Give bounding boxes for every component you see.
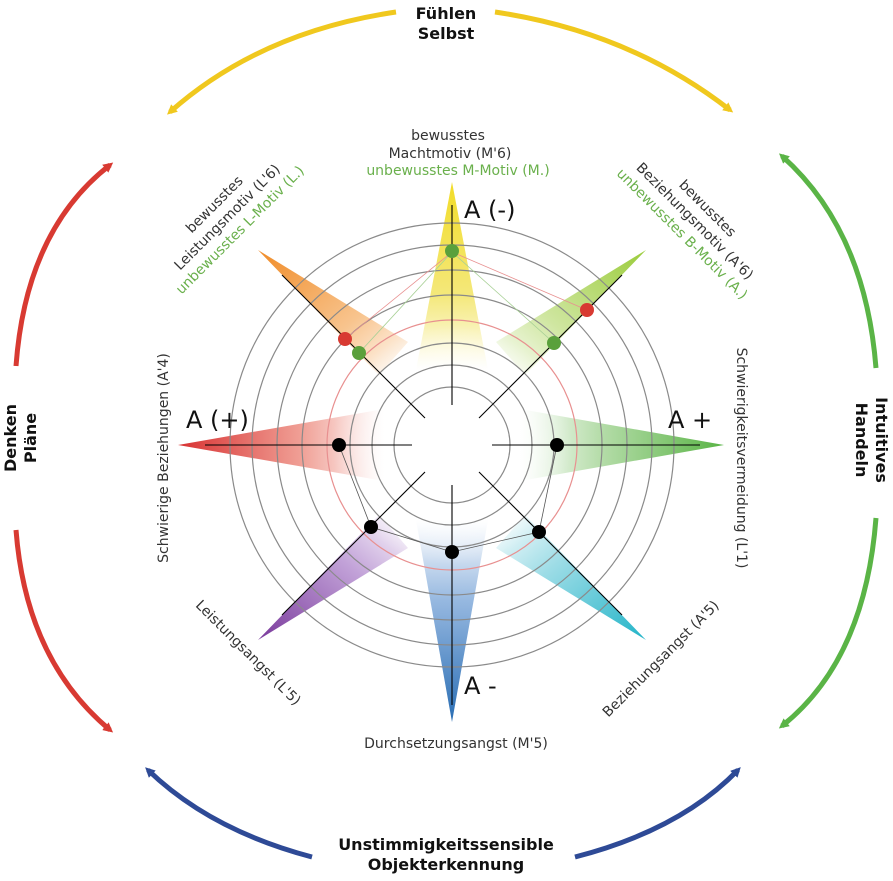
- cycle-left-line2: Pläne: [21, 413, 40, 463]
- cycle-bottom-line1: Unstimmigkeitssensible: [338, 835, 554, 854]
- arrow-top-left: [167, 9, 397, 115]
- cycle-top-line2: Selbst: [418, 24, 475, 43]
- marker-green-top-right: [547, 336, 561, 350]
- axis-mark-top: A (-): [464, 196, 515, 224]
- axis-top-left: [281, 274, 426, 419]
- spoke-top-line2: Machtmotiv (M'6): [389, 146, 512, 162]
- marker-black-bottom-right: [532, 525, 546, 539]
- marker-black-bottom: [445, 545, 459, 559]
- marker-black-left: [332, 438, 346, 452]
- axis-mark-left: A (+): [186, 406, 249, 434]
- spoke-top-line3: unbewusstes M-Motiv (M.): [366, 163, 549, 179]
- marker-green-top-left: [352, 346, 366, 360]
- cycle-left-line1: Denken: [1, 404, 20, 472]
- axis-bottom-right: [478, 471, 623, 616]
- axis-lines: [205, 205, 700, 705]
- axis-bottom-left: [281, 471, 426, 616]
- arrow-top-right: [494, 9, 734, 113]
- spoke-top-right-line2: Beziehungsmotiv (A'6): [633, 160, 756, 283]
- star-rays: [178, 182, 724, 722]
- axis-mark-right: A +: [668, 406, 712, 434]
- marker-black-bottom-left: [364, 520, 378, 534]
- spoke-left-line1: Schwierige Beziehungen (A'4): [156, 353, 172, 563]
- marker-red-top-right: [580, 303, 594, 317]
- spoke-bottom-line1: Durchsetzungsangst (M'5): [364, 736, 548, 752]
- spoke-right-line1: Schwierigkeitsvermeidung (L'1): [733, 348, 749, 569]
- ray-top-right: [496, 250, 646, 375]
- spoke-top-line1: bewusstes: [411, 128, 485, 144]
- cycle-arrows: [13, 9, 879, 860]
- arrow-bottom-right: [574, 767, 741, 860]
- ray-bottom-left: [258, 515, 408, 640]
- cycle-bottom-line2: Objekterkennung: [368, 855, 525, 874]
- marker-red-top-left: [338, 332, 352, 346]
- arrow-left-up: [13, 162, 114, 367]
- axis-mark-bottom: A -: [464, 672, 497, 700]
- markers: [332, 244, 594, 559]
- arrow-left-down: [13, 529, 114, 733]
- cycle-right-line1: Intuitives: [872, 397, 891, 483]
- arrow-right-down: [778, 517, 879, 729]
- marker-black-right: [550, 438, 564, 452]
- cycle-right-line2: Handeln: [852, 403, 871, 478]
- ray-bottom-right: [496, 515, 646, 640]
- marker-green-top: [445, 244, 459, 258]
- arrow-right-up: [779, 153, 879, 369]
- ray-top-left: [258, 250, 408, 375]
- arrow-bottom-left: [145, 767, 313, 860]
- cycle-top-line1: Fühlen: [416, 4, 477, 23]
